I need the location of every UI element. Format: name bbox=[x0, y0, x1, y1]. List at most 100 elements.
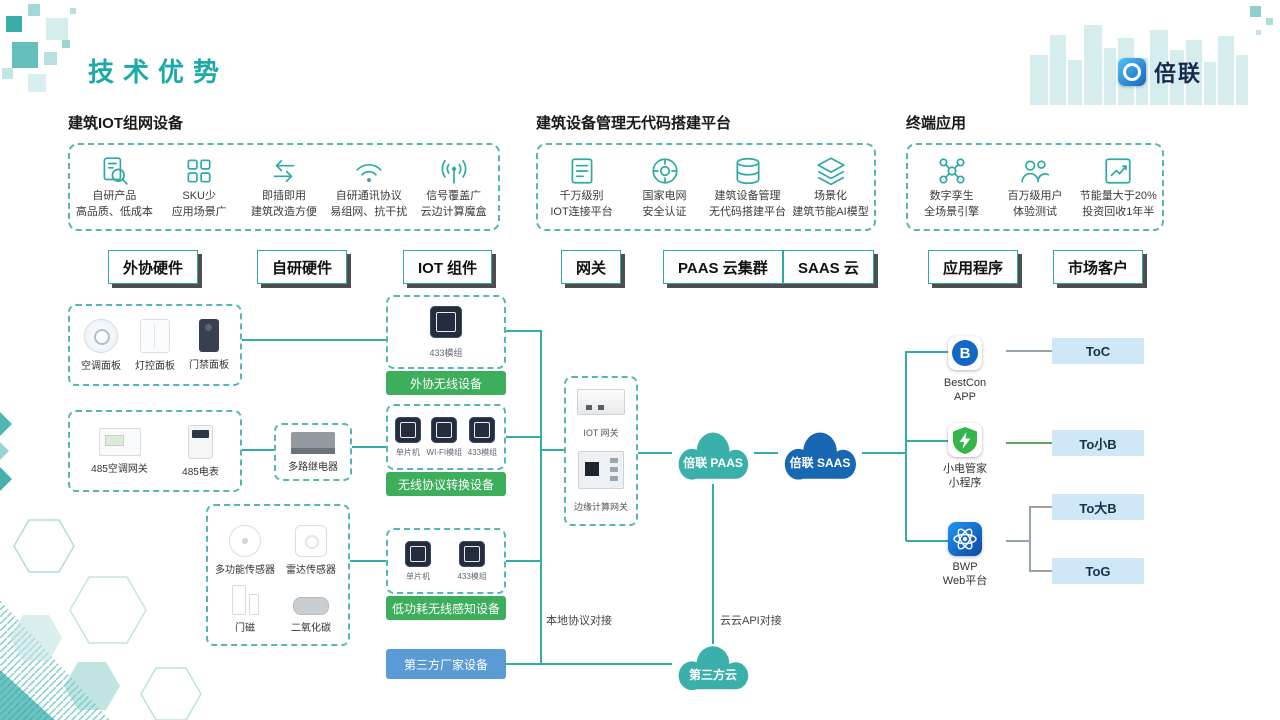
database-icon bbox=[732, 155, 764, 187]
ac-gateway-image bbox=[98, 427, 141, 456]
feature-line1: 场景化 bbox=[814, 189, 847, 202]
device-item: 485空调网关 bbox=[91, 427, 148, 475]
bwp-bracket bbox=[1029, 506, 1031, 572]
sensors-box: 多功能传感器 雷达传感器 门磁 二氧化碳 bbox=[206, 504, 350, 646]
banner-external-wireless: 外协无线设备 bbox=[386, 371, 506, 395]
corner-decoration-top-right-skyline bbox=[1030, 6, 1273, 105]
shield-bolt-icon bbox=[953, 427, 977, 454]
module-label: 433模组 bbox=[457, 571, 487, 581]
feature-line1: 即插即用 bbox=[261, 189, 306, 202]
radar-sensor-image bbox=[295, 525, 327, 557]
feature-line1: 建筑设备管理 bbox=[714, 189, 781, 202]
tag-paas-cluster: PAAS 云集群 bbox=[663, 250, 783, 284]
banner-protocol-converter: 无线协议转换设备 bbox=[386, 472, 506, 496]
gateway-label: IOT 网关 bbox=[583, 428, 619, 439]
feature-line2: 投资回收1年半 bbox=[1082, 206, 1155, 218]
feature-box-iot-devices: 自研产品 高品质、低成本 SKU少 应用场景广 即插即用 建筑改造方便 bbox=[68, 143, 500, 231]
feature-line1: 节能量大于20% bbox=[1079, 189, 1157, 202]
device-item: 雷达传感器 bbox=[286, 525, 336, 576]
feature-item: 自研产品 高品质、低成本 bbox=[72, 155, 157, 219]
connector-thirdparty-to-thirdcloud bbox=[506, 663, 672, 665]
brand-name: 倍联 bbox=[1154, 61, 1203, 86]
light-panel-image bbox=[140, 318, 170, 353]
module-label: 单片机 bbox=[395, 447, 420, 457]
app-label-line: BWP bbox=[952, 561, 978, 573]
rs485-devices-box: 485空调网关 485电表 bbox=[68, 410, 242, 492]
feature-item: 即插即用 建筑改造方便 bbox=[242, 155, 327, 219]
banner-low-power-sensing: 低功耗无线感知设备 bbox=[386, 596, 506, 620]
iot-comp-low-power-sensing: 单片机 433模组 bbox=[386, 528, 506, 594]
beilian-saas-cloud: 倍联 SAAS bbox=[776, 428, 864, 486]
device-label: 门磁 bbox=[235, 623, 255, 634]
module-item: 单片机 bbox=[394, 416, 421, 458]
app-label-line: BestCon bbox=[943, 377, 987, 389]
app-label-line: 小程序 bbox=[948, 477, 982, 490]
module-label: WI-FI模组 bbox=[426, 447, 463, 457]
device-label: 雷达传感器 bbox=[286, 565, 336, 576]
tag-saas-cloud: SAAS 云 bbox=[783, 250, 874, 284]
connector-miniprogram-to-tosmallb bbox=[1006, 442, 1052, 444]
page-title: 技术优势 bbox=[88, 57, 229, 87]
cloud-shape-icon bbox=[678, 646, 749, 691]
left-edge-decoration bbox=[0, 412, 12, 491]
branch-to-miniprogram bbox=[906, 440, 948, 442]
bwp-platform-icon bbox=[948, 522, 982, 556]
users-icon bbox=[1019, 155, 1051, 187]
feature-box-terminal-apps: 数字孪生 全场景引擎 百万级用户 体验测试 节能量大于20% 投资回收1年半 bbox=[906, 143, 1164, 231]
external-panels-box: 空调面板 灯控面板 门禁面板 bbox=[68, 304, 242, 386]
connector-paas-to-saas bbox=[754, 452, 778, 454]
device-label: 空调面板 bbox=[81, 360, 121, 372]
beilian-ring-icon bbox=[1118, 58, 1146, 86]
feature-line1: 自研通讯协议 bbox=[335, 189, 402, 202]
third-party-cloud: 第三方云 bbox=[670, 642, 756, 696]
feature-item: 千万级别 IOT连接平台 bbox=[540, 155, 623, 219]
connector-bestcon-to-toc bbox=[1006, 350, 1052, 352]
module-label: 433模组 bbox=[429, 347, 463, 358]
feature-line2: 应用场景广 bbox=[171, 206, 227, 218]
connector-relay-to-compB bbox=[352, 446, 386, 448]
market-chip-to-small-b: To小B bbox=[1052, 430, 1144, 456]
tag-iot-components: IOT 组件 bbox=[403, 250, 493, 284]
device-label: 灯控面板 bbox=[135, 360, 175, 372]
device-label: 门禁面板 bbox=[189, 360, 229, 371]
connector-compB-to-bus bbox=[506, 436, 542, 438]
cloud-shape-icon bbox=[678, 432, 749, 480]
feature-line2: 无代码搭建平台 bbox=[709, 206, 786, 218]
section-header-nocode-platform: 建筑设备管理无代码搭建平台 bbox=[536, 115, 732, 132]
cloud-api-link bbox=[712, 484, 714, 644]
device-item: 灯控面板 bbox=[135, 318, 175, 372]
branch-to-bwp bbox=[906, 540, 948, 542]
section-header-iot-devices: 建筑IOT组网设备 bbox=[68, 115, 183, 132]
feature-item: 信号覆盖广 云边计算魔盒 bbox=[411, 155, 496, 219]
device-item: 二氧化碳 bbox=[291, 597, 331, 634]
feature-line2: 高品质、低成本 bbox=[75, 206, 153, 218]
feature-line2: 云边计算魔盒 bbox=[420, 206, 487, 218]
module-item: 433模组 bbox=[457, 540, 487, 582]
app-label-line: 小电管家 bbox=[943, 463, 987, 475]
connector-compA-to-bus bbox=[506, 330, 542, 332]
module-item: 单片机 bbox=[405, 540, 432, 582]
feature-item: SKU少 应用场景广 bbox=[157, 155, 242, 219]
ac-panel-image bbox=[84, 318, 118, 353]
market-chip-tog: ToG bbox=[1052, 558, 1144, 584]
module-433-image bbox=[459, 540, 486, 567]
local-protocol-bus bbox=[540, 330, 542, 665]
bestcon-app-label: BestCon APP bbox=[920, 376, 1010, 405]
cloud-label: 第三方云 bbox=[688, 667, 737, 682]
iot-gateway-image bbox=[577, 389, 625, 416]
cloud-shape-icon bbox=[784, 432, 856, 480]
device-label: 多功能传感器 bbox=[215, 565, 275, 576]
tag-self-developed-hardware: 自研硬件 bbox=[257, 250, 348, 284]
plug-play-icon bbox=[268, 155, 300, 187]
connector-to-tog bbox=[1029, 570, 1052, 572]
feature-line2: 建筑节能AI模型 bbox=[792, 206, 869, 218]
local-protocol-note: 本地协议对接 bbox=[546, 615, 612, 627]
access-panel-image bbox=[199, 319, 219, 352]
gateway-label: 边缘计算网关 bbox=[573, 501, 628, 512]
device-label: 多路继电器 bbox=[288, 461, 338, 473]
module-label: 433模组 bbox=[467, 447, 498, 457]
connector-485-to-relay bbox=[242, 449, 274, 451]
cloud-label: 倍联 SAAS bbox=[789, 455, 851, 470]
module-item: 433模组 bbox=[467, 416, 498, 458]
feature-line1: 信号覆盖广 bbox=[426, 189, 482, 202]
